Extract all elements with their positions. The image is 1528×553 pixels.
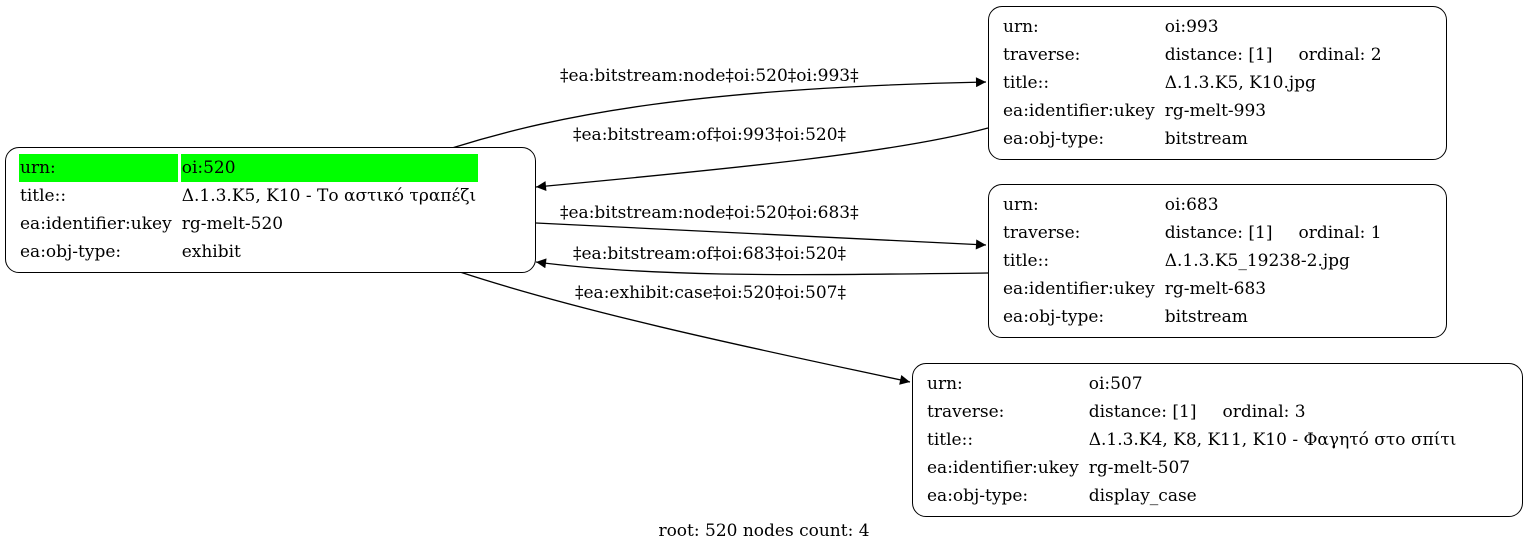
row-key: ea:identifier:ukey — [1003, 101, 1155, 121]
edge-label-520-to-507: ‡ea:exhibit:case‡oi:520‡oi:507‡ — [575, 283, 846, 303]
row-value: Δ.1.3.Κ4, Κ8, Κ11, Κ10 - Φαγητό στο σπίτ… — [1088, 430, 1457, 450]
node-oi-993[interactable]: urn: oi:993 traverse: distance: [1] ordin… — [988, 6, 1447, 160]
row-key: ea:identifier:ukey — [20, 214, 172, 234]
edge-993-to-520 — [535, 127, 989, 192]
row-value: oi:507 — [1088, 374, 1143, 394]
row-key: urn: — [19, 154, 178, 182]
graph-footer: root: 520 nodes count: 4 — [658, 521, 870, 541]
row-key: traverse: — [927, 402, 1005, 422]
node-oi-520-table: urn: oi:520 title:: Δ.1.3.Κ5, Κ10 - Το α… — [16, 154, 481, 266]
node-oi-683[interactable]: urn: oi:683 traverse: distance: [1] ordin… — [988, 184, 1447, 338]
node-row-ukey: ea:identifier:ukey rg-melt-520 — [19, 210, 478, 238]
row-value: oi:993 — [1164, 17, 1219, 37]
traverse-ordinal: ordinal: 2 — [1298, 45, 1382, 65]
node-row-title: title:: Δ.1.3.Κ5, Κ10.jpg — [1002, 69, 1384, 97]
row-value: rg-melt-520 — [181, 214, 284, 234]
edge-683-to-520 — [535, 258, 989, 276]
node-row-title: title:: Δ.1.3.Κ5_19238-2.jpg — [1002, 247, 1384, 275]
node-oi-507-table: urn: oi:507 traverse: distance: [1] ordin… — [923, 370, 1461, 510]
row-value: Δ.1.3.Κ5, Κ10.jpg — [1164, 73, 1316, 93]
node-oi-993-table: urn: oi:993 traverse: distance: [1] ordin… — [999, 13, 1387, 153]
edge-520-to-507 — [459, 271, 911, 385]
node-row-obj-type: ea:obj-type: exhibit — [19, 238, 478, 266]
row-key: urn: — [1003, 195, 1039, 215]
row-value: Δ.1.3.Κ5, Κ10 - Το αστικό τραπέζι — [181, 186, 477, 206]
node-row-urn: urn: oi:520 — [19, 154, 479, 182]
row-value: bitstream — [1164, 307, 1248, 327]
row-key: ea:obj-type: — [20, 242, 122, 262]
node-row-urn: urn: oi:507 — [926, 370, 1458, 398]
edge-label-520-to-993: ‡ea:bitstream:node‡oi:520‡oi:993‡ — [560, 66, 859, 86]
node-row-traverse: traverse: distance: [1] ordinal: 2 — [1002, 41, 1384, 69]
row-key: title:: — [1003, 251, 1050, 271]
row-value: display_case — [1088, 486, 1197, 506]
traverse-ordinal: ordinal: 1 — [1298, 223, 1382, 243]
node-row-traverse: traverse: distance: [1] ordinal: 3 — [926, 398, 1458, 426]
node-oi-683-table: urn: oi:683 traverse: distance: [1] ordin… — [999, 191, 1387, 331]
node-oi-520[interactable]: urn: oi:520 title:: Δ.1.3.Κ5, Κ10 - Το α… — [5, 147, 536, 273]
row-key: title:: — [927, 430, 974, 450]
node-row-traverse: traverse: distance: [1] ordinal: 1 — [1002, 219, 1384, 247]
traverse-distance: distance: [1] — [1164, 223, 1273, 243]
row-key: urn: — [1003, 17, 1039, 37]
row-value: rg-melt-507 — [1088, 458, 1191, 478]
row-key: traverse: — [1003, 223, 1081, 243]
node-row-title: title:: Δ.1.3.Κ5, Κ10 - Το αστικό τραπέζ… — [19, 182, 478, 210]
traverse-distance: distance: [1] — [1164, 45, 1273, 65]
row-value: exhibit — [181, 242, 241, 262]
edge-label-520-to-683: ‡ea:bitstream:node‡oi:520‡oi:683‡ — [560, 203, 859, 223]
edge-label-683-to-520: ‡ea:bitstream:of‡oi:683‡oi:520‡ — [573, 244, 847, 264]
node-row-obj-type: ea:obj-type: bitstream — [1002, 125, 1384, 153]
node-row-ukey: ea:identifier:ukey rg-melt-507 — [926, 454, 1458, 482]
row-key: ea:obj-type: — [1003, 307, 1105, 327]
row-value: oi:683 — [1164, 195, 1219, 215]
node-row-title: title:: Δ.1.3.Κ4, Κ8, Κ11, Κ10 - Φαγητό … — [926, 426, 1458, 454]
row-value: distance: [1] ordinal: 2 — [1164, 41, 1384, 69]
node-row-ukey: ea:identifier:ukey rg-melt-683 — [1002, 275, 1384, 303]
node-row-obj-type: ea:obj-type: bitstream — [1002, 303, 1384, 331]
row-value: bitstream — [1164, 129, 1248, 149]
node-oi-507[interactable]: urn: oi:507 traverse: distance: [1] ordin… — [912, 363, 1523, 517]
row-key: ea:identifier:ukey — [1003, 279, 1155, 299]
node-row-urn: urn: oi:683 — [1002, 191, 1384, 219]
row-key: ea:identifier:ukey — [927, 458, 1079, 478]
traverse-distance: distance: [1] — [1088, 402, 1197, 422]
row-value: distance: [1] ordinal: 3 — [1088, 398, 1459, 426]
row-value: distance: [1] ordinal: 1 — [1164, 219, 1384, 247]
row-value: Δ.1.3.Κ5_19238-2.jpg — [1164, 251, 1350, 271]
row-value: rg-melt-993 — [1164, 101, 1267, 121]
row-key: title:: — [20, 186, 67, 206]
node-row-urn: urn: oi:993 — [1002, 13, 1384, 41]
row-key: traverse: — [1003, 45, 1081, 65]
edge-520-to-993 — [451, 77, 987, 149]
row-key: title:: — [1003, 73, 1050, 93]
node-row-ukey: ea:identifier:ukey rg-melt-993 — [1002, 97, 1384, 125]
traverse-ordinal: ordinal: 3 — [1222, 402, 1306, 422]
edge-520-to-683 — [535, 222, 987, 250]
row-key: ea:obj-type: — [1003, 129, 1105, 149]
row-key: urn: — [927, 374, 963, 394]
node-row-obj-type: ea:obj-type: display_case — [926, 482, 1458, 510]
row-value: oi:520 — [180, 154, 479, 182]
edge-label-993-to-520: ‡ea:bitstream:of‡oi:993‡oi:520‡ — [573, 125, 847, 145]
row-key: ea:obj-type: — [927, 486, 1029, 506]
row-value: rg-melt-683 — [1164, 279, 1267, 299]
